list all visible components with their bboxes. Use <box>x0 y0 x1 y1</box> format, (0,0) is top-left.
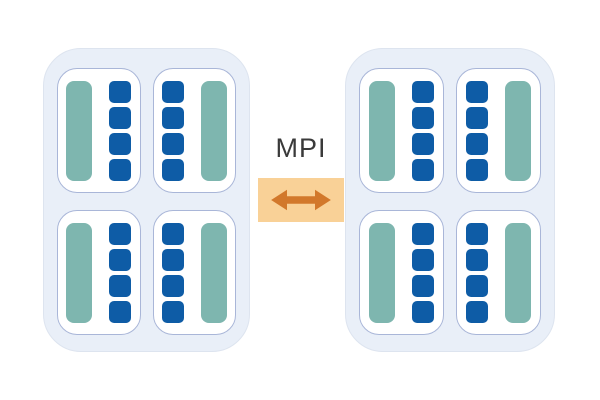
core-square <box>466 106 488 129</box>
mpi-label: MPI <box>275 133 327 163</box>
core-square <box>109 248 132 271</box>
core-square <box>412 132 434 155</box>
core-square <box>412 158 434 181</box>
cpu-socket <box>456 210 541 335</box>
core-column <box>161 80 184 181</box>
compute-node-right <box>345 48 555 352</box>
cpu-socket <box>359 210 444 335</box>
core-column <box>466 80 488 181</box>
core-square <box>109 300 132 323</box>
cpu-socket <box>57 68 141 193</box>
core-square <box>412 274 434 297</box>
cpu-socket <box>152 68 236 193</box>
core-square <box>466 300 488 323</box>
cpu-socket <box>359 68 444 193</box>
core-square <box>161 300 184 323</box>
memory-bar <box>505 80 531 181</box>
core-square <box>466 274 488 297</box>
core-square <box>466 80 488 103</box>
core-square <box>109 274 132 297</box>
core-square <box>109 80 132 103</box>
core-column <box>412 222 434 323</box>
core-square <box>161 222 184 245</box>
core-square <box>161 106 184 129</box>
core-square <box>466 222 488 245</box>
double-arrow-icon <box>271 189 331 211</box>
core-square <box>109 222 132 245</box>
core-column <box>161 222 184 323</box>
core-square <box>466 132 488 155</box>
mpi-connector-box <box>258 178 344 222</box>
core-column <box>412 80 434 181</box>
cpu-socket <box>152 210 236 335</box>
memory-bar <box>505 222 531 323</box>
core-column <box>466 222 488 323</box>
core-square <box>412 300 434 323</box>
core-square <box>161 248 184 271</box>
core-square <box>161 274 184 297</box>
core-square <box>161 158 184 181</box>
memory-bar <box>66 80 93 181</box>
core-square <box>109 106 132 129</box>
core-square <box>412 106 434 129</box>
core-square <box>109 158 132 181</box>
core-square <box>109 132 132 155</box>
core-square <box>412 248 434 271</box>
cpu-socket <box>57 210 141 335</box>
core-square <box>466 158 488 181</box>
memory-bar <box>200 80 227 181</box>
memory-bar <box>369 222 395 323</box>
core-square <box>161 80 184 103</box>
memory-bar <box>66 222 93 323</box>
memory-bar <box>369 80 395 181</box>
compute-node-left <box>43 48 250 352</box>
core-column <box>109 222 132 323</box>
core-square <box>412 80 434 103</box>
core-square <box>466 248 488 271</box>
core-column <box>109 80 132 181</box>
core-square <box>412 222 434 245</box>
core-square <box>161 132 184 155</box>
memory-bar <box>200 222 227 323</box>
cpu-socket <box>456 68 541 193</box>
